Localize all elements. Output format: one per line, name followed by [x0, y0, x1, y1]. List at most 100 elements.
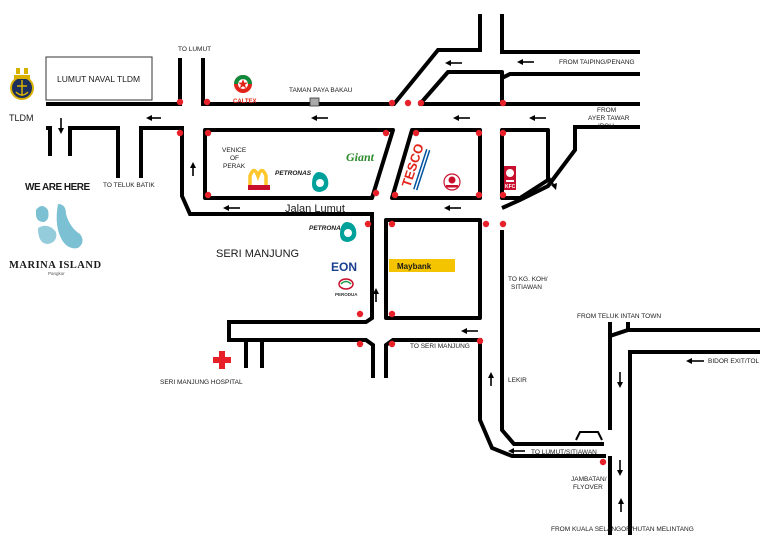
label-jambatan-1: JAMBATAN/	[571, 476, 607, 483]
lumut-naval-box	[45, 56, 153, 101]
junction-dot	[482, 220, 490, 228]
junction-dot	[204, 129, 212, 137]
arrow-left	[146, 115, 161, 121]
junction-dot	[599, 458, 607, 466]
marina-island-logo-icon	[36, 204, 83, 249]
road-taiping-edge	[500, 14, 640, 54]
label-tldm: TLDM	[9, 113, 34, 123]
arrow-left	[444, 205, 461, 211]
arrow-down	[547, 174, 557, 190]
junction-dot	[372, 189, 380, 197]
giant-logo: Giant	[346, 150, 375, 164]
label-lumut-naval: LUMUT NAVAL TLDM	[57, 74, 140, 84]
arrow-down	[617, 460, 623, 476]
arrow-left	[529, 115, 546, 121]
eon-logo: EON	[331, 260, 357, 274]
label-from-ayer-tawar-1: FROM	[597, 107, 616, 114]
arrow-left	[508, 448, 525, 454]
arrow-left	[461, 328, 478, 334]
junction-dot	[356, 310, 364, 318]
caltex-star-icon	[234, 75, 252, 93]
junction-dot	[475, 191, 483, 199]
arrow-left	[223, 205, 240, 211]
road-teluk-intan	[608, 322, 630, 336]
junction-dot	[499, 99, 507, 107]
arrow-left	[517, 59, 534, 65]
road-east-edge	[500, 230, 604, 446]
petronas-name-top: PETRONAS	[275, 170, 312, 177]
label-from-ayer-tawar-2: AYER TAWAR	[588, 115, 630, 122]
road-lumut-bottom-edge	[46, 126, 375, 378]
marina-island-sub: Pangkor	[48, 271, 65, 276]
caltex-name: CALTEX	[233, 99, 257, 105]
road-lumut-top-edge-2	[201, 14, 482, 106]
junction-dot	[404, 99, 412, 107]
hospital-cross-icon	[213, 351, 231, 369]
map-labels: TO LUMUT LUMUT NAVAL TLDM TLDM WE ARE HE…	[9, 46, 760, 533]
junction-dot	[388, 340, 396, 348]
junction-dot	[356, 340, 364, 348]
junction-dots	[176, 98, 607, 466]
junction-dot	[499, 220, 507, 228]
direction-arrows	[58, 59, 704, 512]
secret-recipe-logo-icon	[443, 173, 461, 191]
junction-dot	[412, 129, 420, 137]
label-from-kuala-selangor: FROM KUALA SELANGOR/HUTAN MELINTANG	[551, 526, 694, 533]
label-to-lumut-sitiawan: TO LUMUT/SITIAWAN	[531, 449, 597, 456]
road-flyover	[575, 431, 603, 441]
label-seri-manjung: SERI MANJUNG	[216, 248, 299, 260]
kfc-logo-icon	[504, 166, 516, 190]
label-venice-2: OF	[230, 155, 239, 162]
junction-dot	[203, 98, 211, 106]
petronas-logo-icon-2	[340, 222, 357, 242]
label-bidor-exit: BIDOR EXIT/TOL	[708, 358, 760, 365]
label-to-seri-manjung: TO SERI MANJUNG	[410, 343, 470, 350]
label-taman-paya-bakau: TAMAN PAYA BAKAU	[289, 87, 353, 94]
road-hospital-edge	[244, 340, 264, 368]
junction-dot	[176, 98, 184, 106]
label-hospital: SERI MANJUNG HOSPITAL	[160, 379, 243, 386]
label-to-kg-koh-2: SITIAWAN	[511, 284, 542, 291]
arrow-left	[453, 115, 470, 121]
label-we-are-here: WE ARE HERE	[25, 182, 91, 193]
junction-dot	[388, 220, 396, 228]
label-from-taiping: FROM TAIPING/PENANG	[559, 59, 635, 66]
label-from-teluk-intan: FROM TELUK INTAN TOWN	[577, 313, 661, 320]
arrow-up	[190, 162, 196, 176]
junction-dot	[391, 191, 399, 199]
tldm-crest-icon	[10, 68, 34, 100]
taman-paya-bakau-marker	[309, 97, 320, 107]
label-venice-1: VENICE	[222, 147, 247, 154]
label-venice-3: PERAK	[223, 163, 246, 170]
label-to-kg-koh-1: TO KG. KOH/	[508, 276, 548, 283]
label-lekir: LEKIR	[508, 377, 527, 384]
label-to-teluk-batik: TO TELUK BATIK	[103, 182, 155, 189]
road-network	[46, 14, 760, 535]
label-to-lumut: TO LUMUT	[178, 46, 211, 53]
junction-dot	[204, 191, 212, 199]
perodua-name: PERODUA	[335, 292, 358, 297]
junction-dot	[476, 337, 484, 345]
perodua-logo-icon	[338, 278, 354, 290]
arrow-up	[618, 498, 624, 512]
marina-island-name: MARINA ISLAND	[9, 260, 102, 271]
label-from-ayer-tawar-3: IPOH	[598, 123, 614, 130]
junction-dot	[475, 129, 483, 137]
label-jambatan-2: FLYOVER	[573, 484, 603, 491]
mcdonalds-logo-icon	[248, 168, 270, 190]
junction-dot	[417, 99, 425, 107]
arrow-down	[58, 118, 64, 134]
label-jalan-lumut: Jalan Lumut	[285, 203, 345, 215]
block-venice	[203, 128, 395, 200]
junction-dot	[388, 99, 396, 107]
junction-dot	[382, 129, 390, 137]
junction-dot	[364, 220, 372, 228]
arrow-down	[617, 372, 623, 388]
junction-dot	[176, 129, 184, 137]
junction-dot	[499, 129, 507, 137]
petronas-name-lower: PETRONAS	[309, 225, 346, 232]
maybank-sign	[389, 259, 455, 272]
road-center-divider	[384, 338, 606, 458]
petronas-logo-icon	[312, 172, 329, 192]
